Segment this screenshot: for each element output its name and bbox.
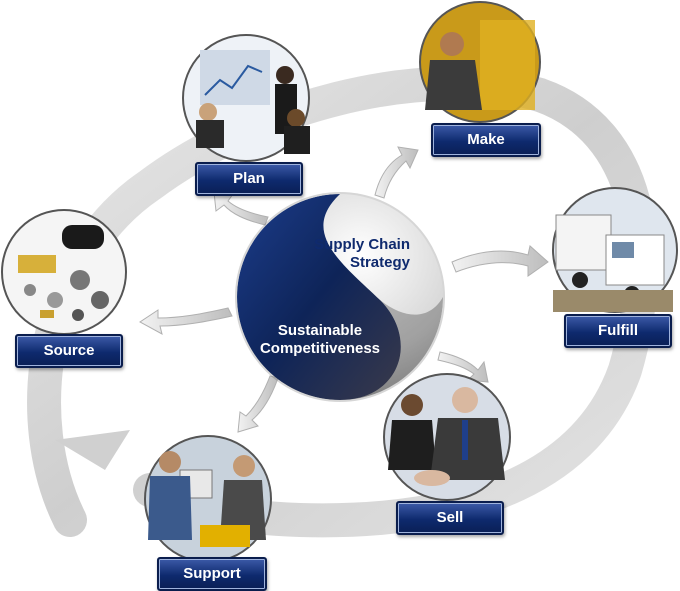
ring-arrowhead [55, 430, 130, 470]
plan-label: Plan [195, 162, 303, 196]
arrow-to-source [139, 307, 233, 335]
make-label: Make [431, 123, 541, 157]
arrow-to-plan [213, 191, 269, 226]
center-top-text: Supply Chain Strategy [314, 236, 410, 271]
arrow-to-make [374, 146, 419, 199]
source-label: Source [15, 334, 123, 368]
center-bottom-text: Sustainable Competitiveness [259, 322, 381, 357]
sell-photo [383, 373, 511, 501]
arrow-to-fulfill [451, 245, 549, 277]
support-label: Support [157, 557, 267, 591]
fulfill-label: Fulfill [564, 314, 672, 348]
make-photo [419, 1, 541, 123]
arrow-to-support [237, 375, 279, 433]
arrow-to-sell [437, 351, 489, 383]
sell-label: Sell [396, 501, 504, 535]
fulfill-photo [552, 187, 678, 313]
source-photo [1, 209, 127, 335]
center-yin-yang [235, 192, 445, 402]
plan-photo [182, 34, 310, 162]
support-photo [144, 435, 272, 563]
